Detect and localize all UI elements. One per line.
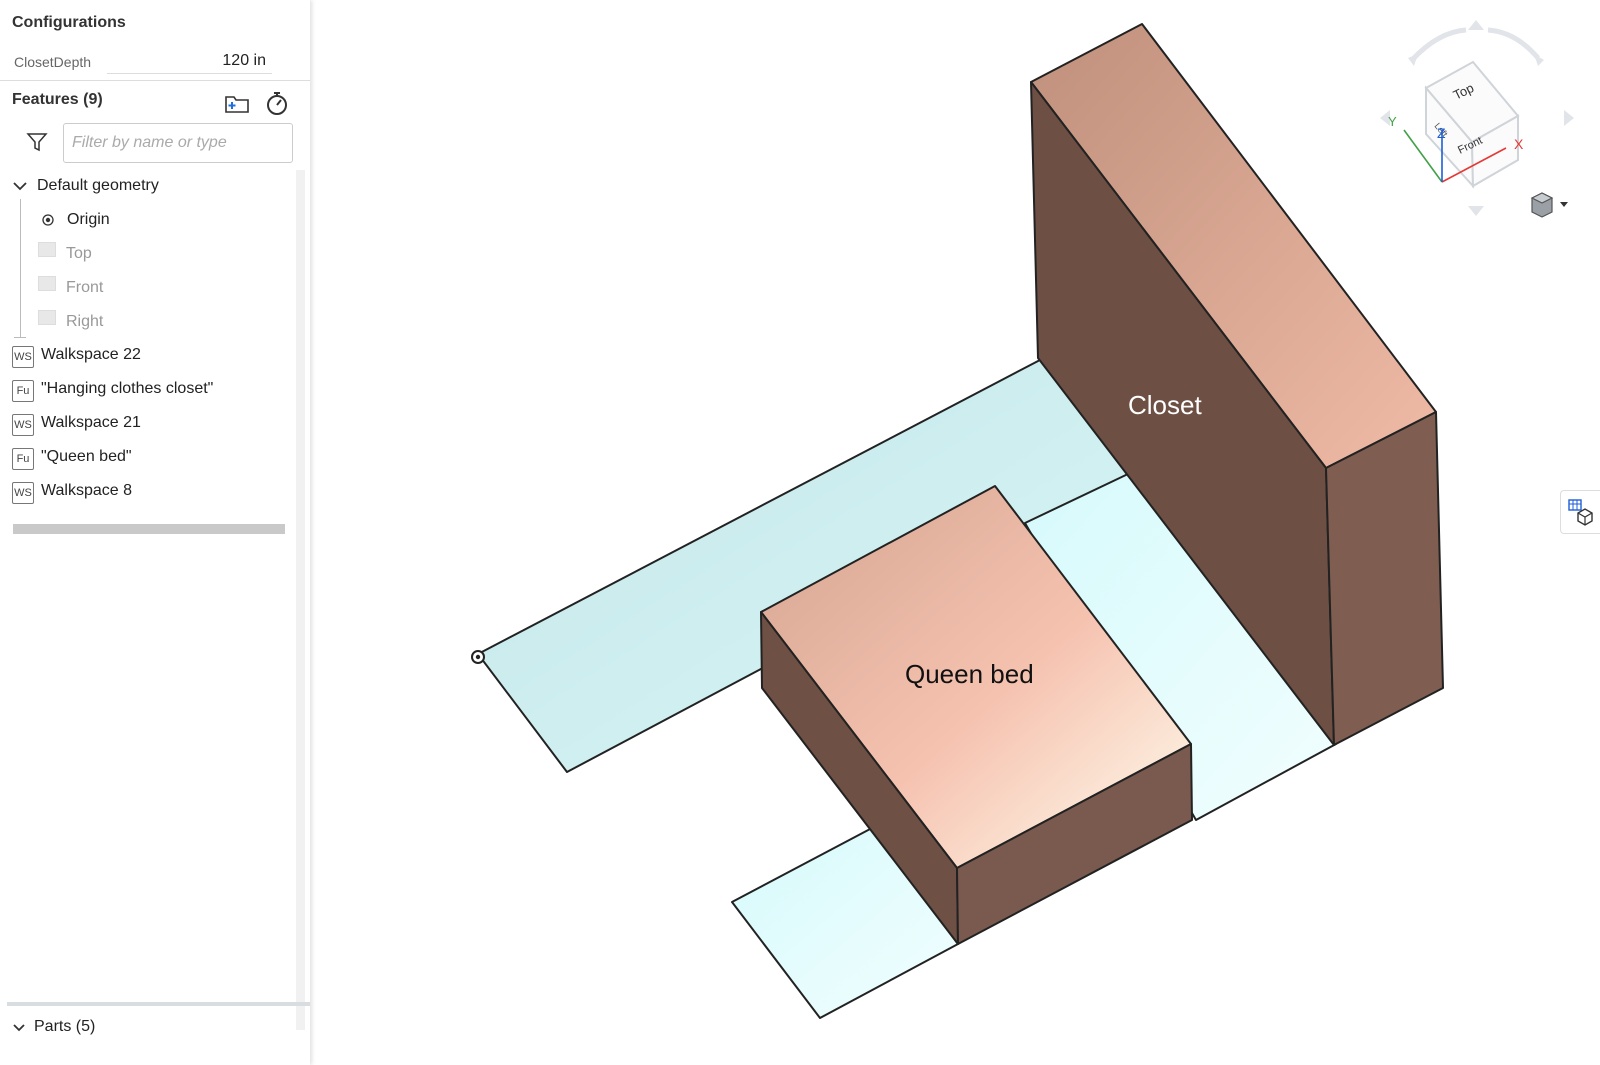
- feature-item[interactable]: Walkspace 8: [41, 477, 281, 505]
- tree-item-origin[interactable]: Origin: [40, 206, 240, 234]
- plane-icon: [38, 310, 56, 325]
- axis-y-label: Y: [1388, 114, 1397, 129]
- config-param-value[interactable]: 120 in: [107, 52, 272, 74]
- walkspace-feature-icon: WS: [12, 414, 34, 436]
- tree-item-right-plane[interactable]: Right: [66, 308, 216, 336]
- walkspace-feature-icon: WS: [12, 482, 34, 504]
- origin-icon: [42, 214, 54, 226]
- graphics-viewport[interactable]: Closet Queen bed: [310, 0, 1600, 1065]
- plane-icon: [38, 242, 56, 257]
- parts-label: Parts (5): [34, 1018, 96, 1035]
- feature-item-label: Walkspace 22: [41, 346, 141, 363]
- chevron-down-icon[interactable]: [12, 178, 28, 194]
- display-mode-icon[interactable]: [1528, 190, 1574, 220]
- tree-guide: [20, 199, 21, 337]
- config-param-row[interactable]: ClosetDepth 120 in: [12, 52, 272, 74]
- appearance-panel-button[interactable]: [1560, 490, 1600, 534]
- configurations-title: Configurations: [12, 14, 126, 31]
- tree-item-top-plane[interactable]: Top: [66, 240, 216, 268]
- add-folder-icon[interactable]: [224, 91, 250, 115]
- chevron-down-icon[interactable]: [12, 1021, 26, 1035]
- feature-item[interactable]: Walkspace 21: [41, 409, 281, 437]
- stopwatch-icon[interactable]: [264, 90, 290, 116]
- tree-guide-end: [14, 337, 26, 338]
- view-cube-icon[interactable]: Top Front Left X Y Z: [1378, 18, 1578, 218]
- closet-side[interactable]: [1325, 411, 1444, 746]
- queen-bed-label: Queen bed: [905, 659, 1034, 689]
- model-scene[interactable]: [310, 0, 1600, 1065]
- bed-side[interactable]: [956, 743, 1193, 945]
- custom-feature-icon: Fu: [12, 380, 34, 402]
- tree-item-label: Origin: [67, 211, 110, 228]
- origin-marker-dot: [475, 654, 481, 660]
- config-param-name: ClosetDepth: [14, 54, 92, 70]
- default-geometry-label: Default geometry: [37, 177, 159, 194]
- custom-feature-icon: Fu: [12, 448, 34, 470]
- features-title: Features (9): [12, 91, 103, 108]
- feature-panel: Configurations ClosetDepth 120 in Featur…: [0, 0, 310, 1065]
- plane-icon: [38, 276, 56, 291]
- tree-item-front-plane[interactable]: Front: [66, 274, 216, 302]
- tree-item-label: Right: [66, 313, 104, 330]
- panel-scrollbar[interactable]: [296, 170, 305, 1030]
- filter-input[interactable]: [63, 123, 293, 163]
- filter-icon[interactable]: [26, 131, 48, 153]
- parts-divider[interactable]: [7, 1002, 310, 1006]
- default-geometry-group[interactable]: Default geometry: [12, 172, 272, 200]
- axis-z-label: Z: [1437, 125, 1446, 141]
- feature-item[interactable]: Walkspace 22: [41, 341, 281, 369]
- tree-item-label: Top: [66, 245, 92, 262]
- axis-x-label: X: [1514, 136, 1524, 152]
- divider: [0, 80, 310, 81]
- feature-item[interactable]: "Queen bed": [41, 443, 281, 471]
- parts-table-icon: [1568, 499, 1593, 526]
- feature-item-label: "Queen bed": [41, 448, 132, 465]
- feature-item-label: "Hanging clothes closet": [41, 380, 214, 397]
- feature-item[interactable]: "Hanging clothes closet": [41, 375, 286, 403]
- walkspace-feature-icon: WS: [12, 346, 34, 368]
- feature-item-label: Walkspace 21: [41, 414, 141, 431]
- tree-item-label: Front: [66, 279, 104, 296]
- closet-label: Closet: [1128, 390, 1202, 420]
- feature-item-label: Walkspace 8: [41, 482, 132, 499]
- rollback-bar[interactable]: [13, 524, 285, 534]
